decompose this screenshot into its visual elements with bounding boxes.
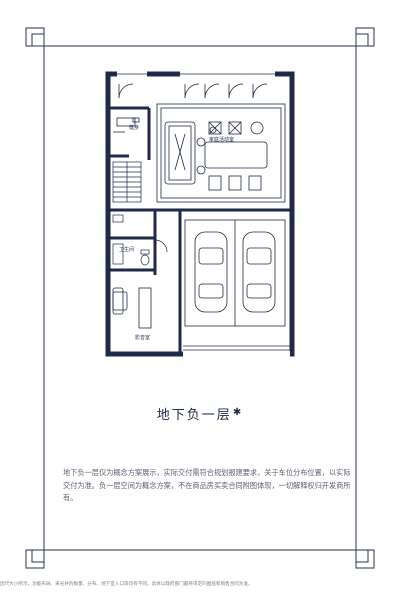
footnote-text: 因尺大小所示，功能布局、采光井的数量、分布、地下室入口等均有不同，具体以政府部门… <box>0 582 253 587</box>
room-label-theater: 影音室 <box>135 335 151 341</box>
corner-ornament-top-right <box>355 27 375 47</box>
floor-title: 地下负一层✱ <box>0 404 400 423</box>
floor-title-text: 地下负一层 <box>156 408 232 423</box>
description-text: 地下负一层仅为概念方案展示，实际交付需符合规划报建要求，关于车位分布位置，以实际… <box>63 468 351 502</box>
room-label-bathroom: 卫生间 <box>119 247 135 253</box>
corner-ornament-bottom-left <box>25 549 45 569</box>
floor-plan-drawing <box>105 71 295 357</box>
room-label-entertainment: 家庭活动室 <box>209 137 235 143</box>
ornament-icon: ✱ <box>232 407 244 418</box>
floor-plan: 健身 家庭活动室 卫生间 影音室 <box>105 70 295 358</box>
room-label-gym: 健身 <box>129 125 140 131</box>
corner-ornament-top-left <box>25 27 45 47</box>
corner-ornament-bottom-right <box>355 549 375 569</box>
